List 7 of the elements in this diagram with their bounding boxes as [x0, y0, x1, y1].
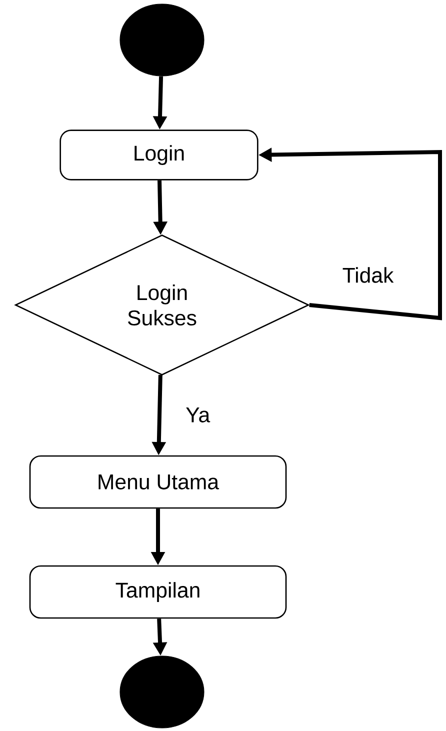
edge-label: Tidak — [342, 267, 394, 283]
start-end-circle — [120, 4, 204, 76]
process-box: Login — [60, 130, 258, 180]
process-box: Menu Utama — [29, 455, 287, 509]
start-end-circle — [120, 656, 204, 728]
process-box: Tampilan — [29, 565, 287, 619]
edge-label: Ya — [186, 408, 210, 422]
